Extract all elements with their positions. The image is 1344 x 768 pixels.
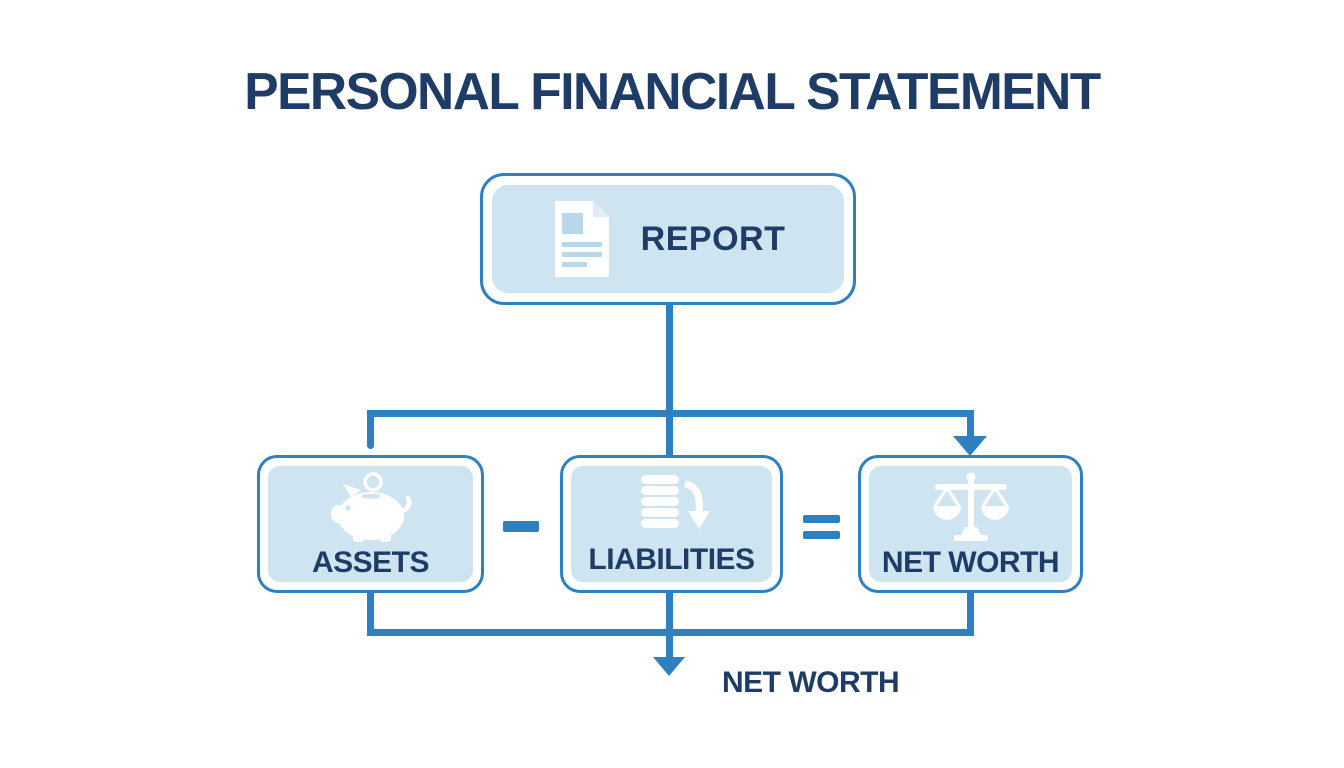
- report-node: REPORT: [480, 173, 856, 305]
- coin-stack-debt-icon: [633, 474, 711, 540]
- assets-node: ASSETS: [257, 455, 484, 593]
- report-panel: REPORT: [492, 185, 844, 293]
- equals-bar-top: [803, 515, 840, 523]
- equals-operator: [803, 515, 840, 539]
- connector-networth-stub: [967, 410, 974, 438]
- connector-networth-bottom-stub: [967, 591, 974, 636]
- connector-liabilities-stub: [666, 410, 673, 456]
- connector-result-vertical: [666, 591, 673, 659]
- net-worth-node: NET WORTH: [858, 455, 1083, 593]
- assets-panel: ASSETS: [268, 466, 473, 582]
- equals-bar-bottom: [803, 531, 840, 539]
- minus-operator: [503, 521, 539, 532]
- net-worth-panel: NET WORTH: [869, 466, 1072, 582]
- liabilities-panel: LIABILITIES: [571, 466, 772, 582]
- page-title: PERSONAL FINANCIAL STATEMENT: [244, 63, 1101, 121]
- connector-assets-stub: [367, 410, 374, 449]
- assets-label: ASSETS: [311, 546, 430, 579]
- result-label: NET WORTH: [722, 666, 900, 699]
- liabilities-node: LIABILITIES: [560, 455, 783, 593]
- connector-report-vertical: [666, 302, 673, 417]
- piggy-bank-icon: [323, 471, 419, 543]
- result-arrow-down-icon: [653, 657, 685, 676]
- document-icon: [551, 201, 613, 277]
- net-worth-label: NET WORTH: [881, 546, 1060, 579]
- report-label: REPORT: [640, 219, 786, 258]
- arrow-down-icon: [953, 436, 987, 456]
- balance-scale-icon: [923, 471, 1019, 543]
- liabilities-label: LIABILITIES: [588, 543, 755, 576]
- connector-assets-bottom-stub: [367, 591, 374, 636]
